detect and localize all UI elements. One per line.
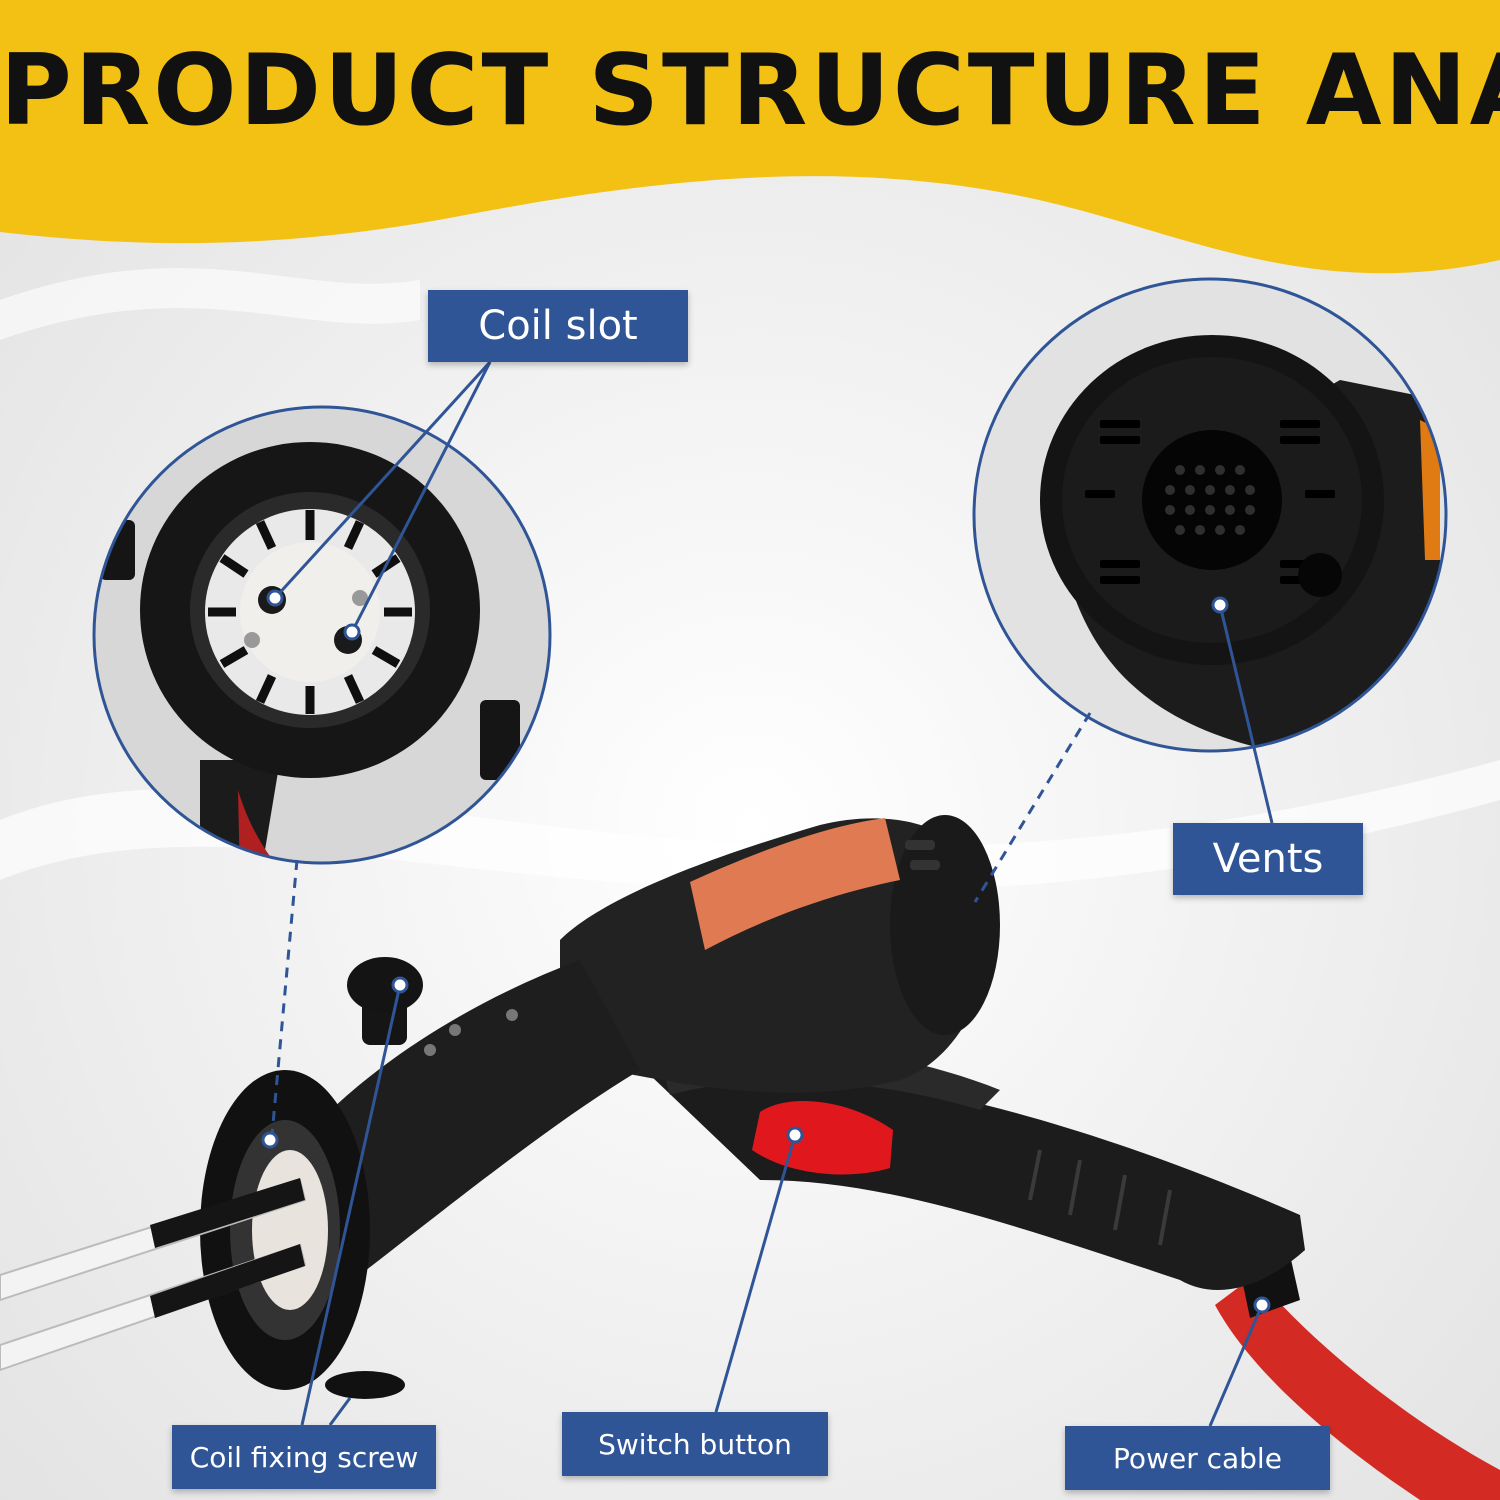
power-cable-label: Power cable: [1065, 1426, 1330, 1490]
vents-zoom: [972, 277, 1448, 753]
label-sticker: [690, 818, 900, 950]
coil-fixing-knob: [347, 957, 423, 1013]
callout-dashed-lines: [270, 712, 1092, 1136]
vents-label: Vents: [1173, 823, 1363, 895]
page-title: PRODUCT STRUCTURE ANALYSIS: [0, 34, 1500, 148]
zoom-ring: [92, 405, 552, 865]
zoom-ring: [972, 277, 1448, 753]
switch-button-shape: [752, 1100, 893, 1175]
switch-button-label: Switch button: [562, 1412, 828, 1476]
background-swoosh: [0, 268, 420, 340]
coil-slot-zoom: [92, 405, 552, 865]
motor-housing: [560, 818, 992, 1093]
background-swoosh: [0, 760, 1500, 892]
coil-fixing-screw-label: Coil fixing screw: [172, 1425, 436, 1489]
header-banner: [0, 0, 1500, 274]
coil-slot-label: Coil slot: [428, 290, 688, 362]
power-cable: [1215, 1275, 1500, 1500]
induction-heater-tool: [0, 815, 1500, 1500]
callout-lines: [273, 360, 1274, 1427]
